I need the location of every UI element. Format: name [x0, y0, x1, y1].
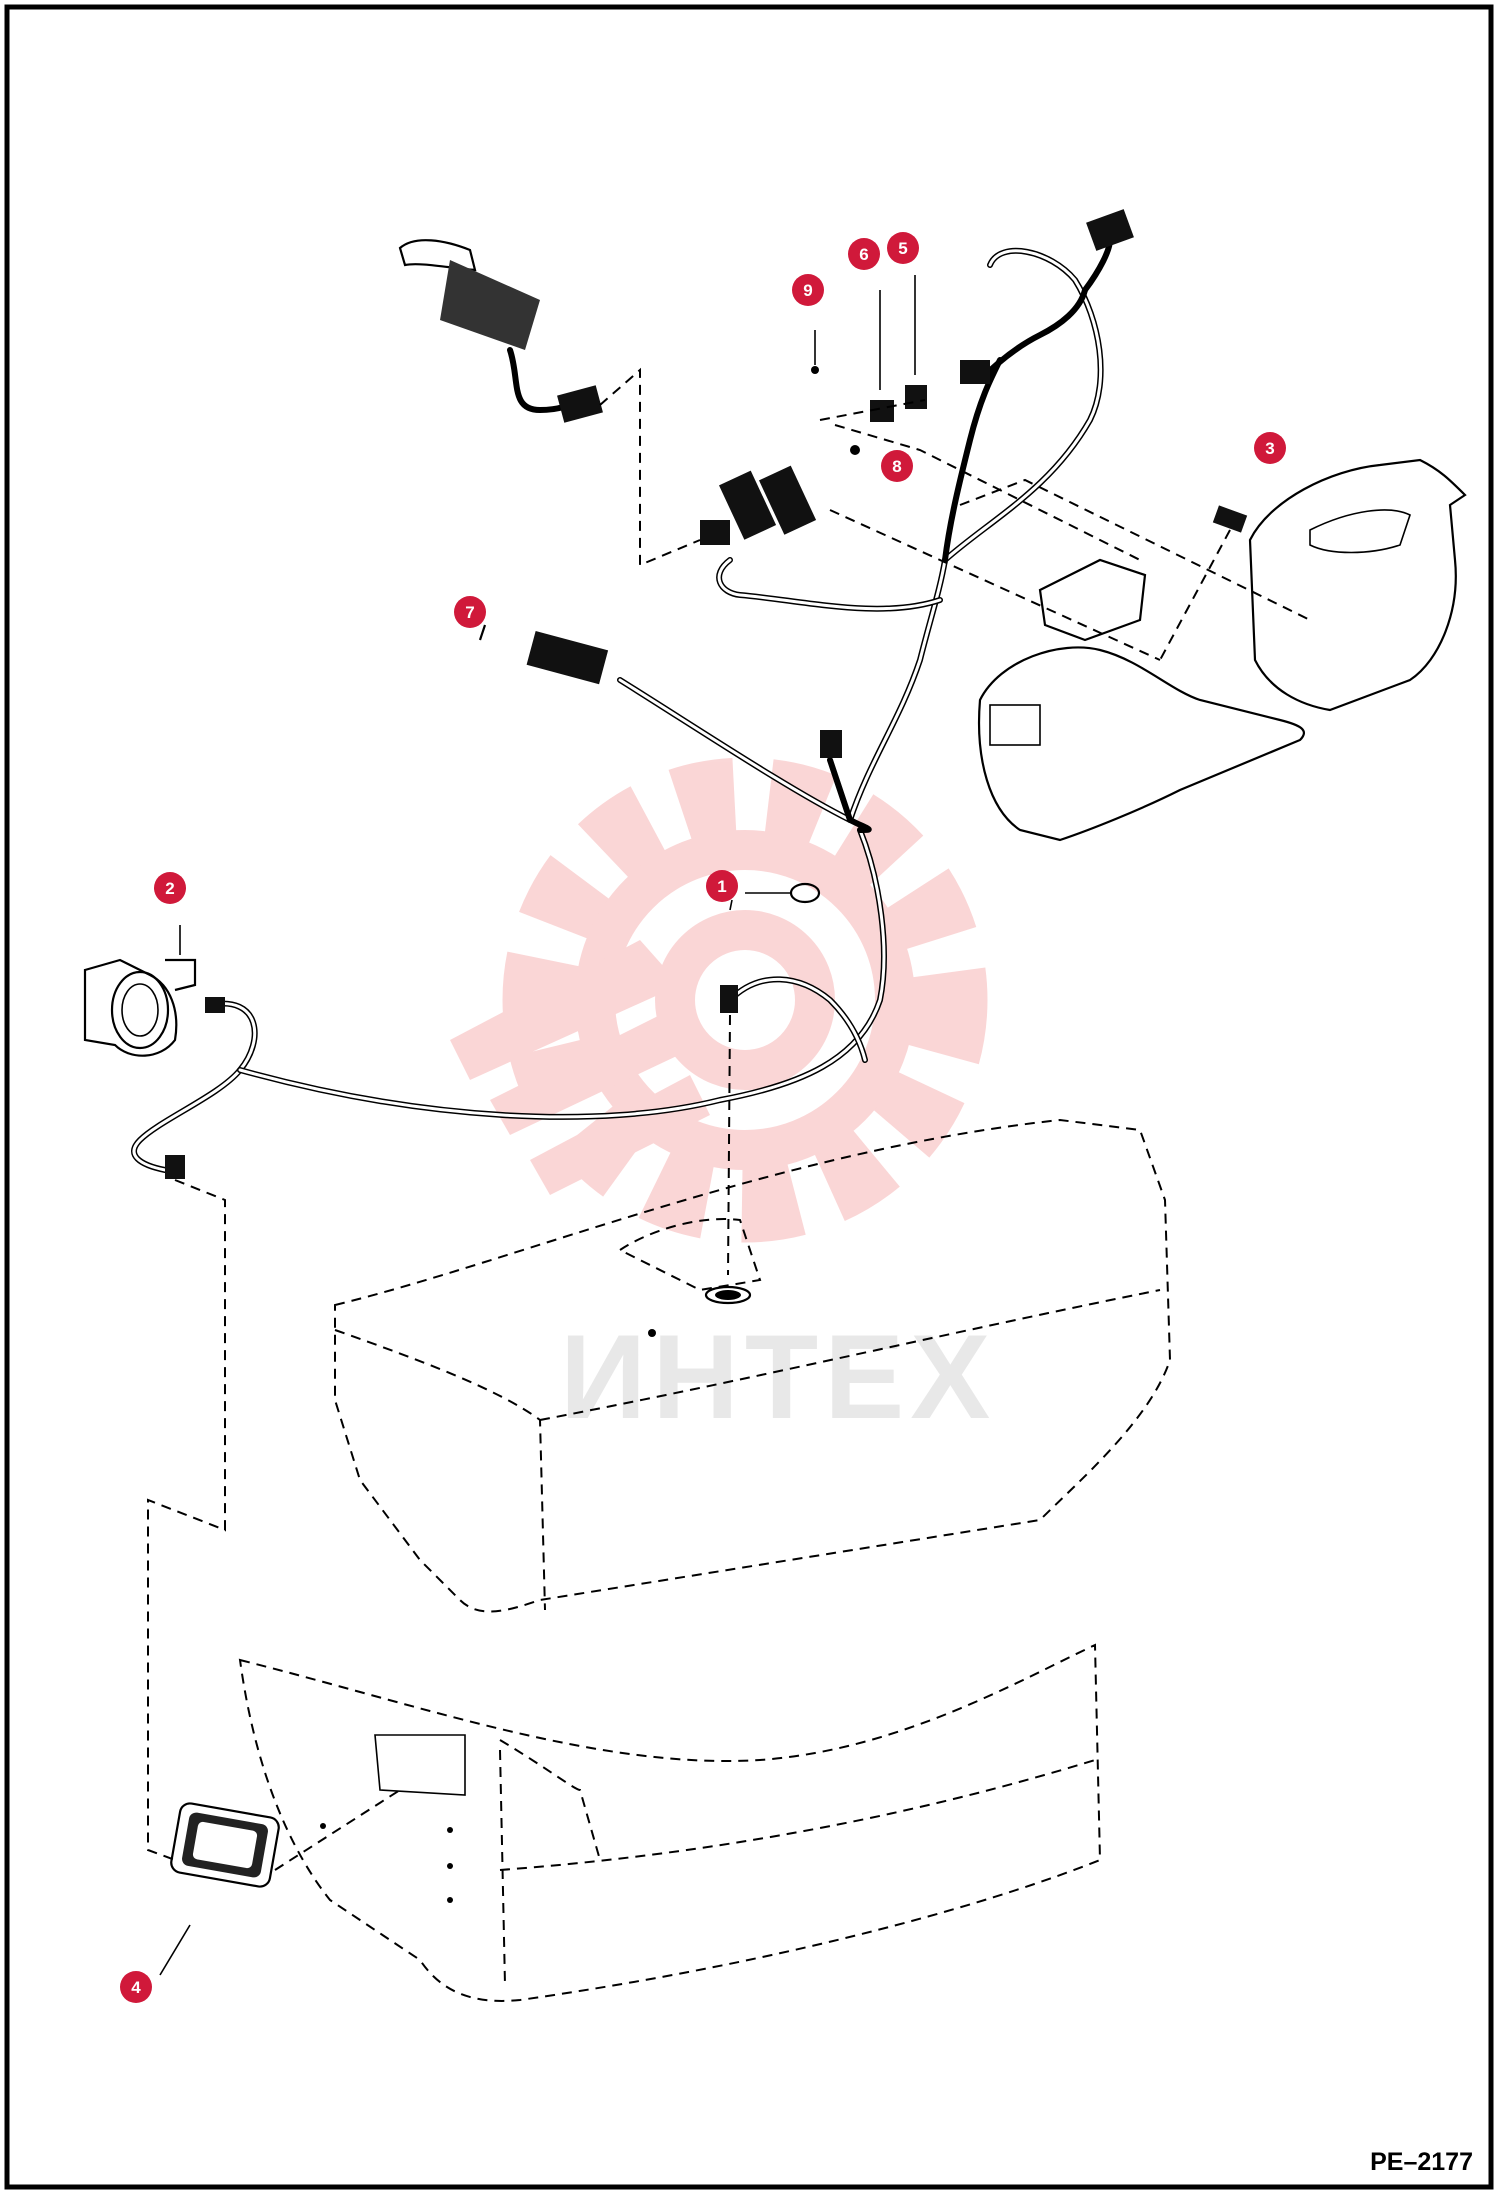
callout-6-label: 6	[859, 245, 868, 264]
callout-3[interactable]: 3	[1254, 432, 1286, 464]
callout-7[interactable]: 7	[454, 596, 486, 628]
callout-4-label: 4	[131, 1978, 141, 1997]
watermark-text: ИНТЕХ	[560, 1310, 996, 1444]
diagram-frame	[4, 4, 1494, 2190]
light-routing-line	[147, 1179, 226, 1861]
callout-9-label: 9	[803, 281, 812, 300]
callout-8[interactable]: 8	[881, 450, 913, 482]
callout-2[interactable]: 2	[154, 872, 186, 904]
work-light	[159, 1789, 401, 1976]
control-console	[829, 458, 1467, 842]
callout-9[interactable]: 9	[792, 274, 824, 306]
reference-code: PE–2177	[1370, 2148, 1473, 2176]
callout-4[interactable]: 4	[120, 1971, 152, 2003]
callout-6[interactable]: 6	[848, 238, 880, 270]
horn	[83, 925, 197, 1057]
callout-8-label: 8	[892, 457, 901, 476]
harness-connectors	[165, 209, 1134, 1179]
small-parts	[478, 624, 821, 1276]
callout-1[interactable]: 1	[706, 870, 738, 902]
callout-3-label: 3	[1265, 439, 1274, 458]
callout-1-label: 1	[717, 877, 726, 896]
counterweight	[238, 1643, 1102, 2002]
callout-2-label: 2	[165, 879, 174, 898]
callout-5-label: 5	[898, 239, 907, 258]
switch-assembly	[811, 275, 1248, 561]
wiring-harness	[131, 237, 1113, 1173]
callout-5[interactable]: 5	[887, 232, 919, 264]
control-grip	[398, 239, 701, 567]
rear-panel	[334, 1118, 1172, 1613]
watermark-logo	[450, 757, 988, 1243]
callout-7-label: 7	[465, 603, 474, 622]
